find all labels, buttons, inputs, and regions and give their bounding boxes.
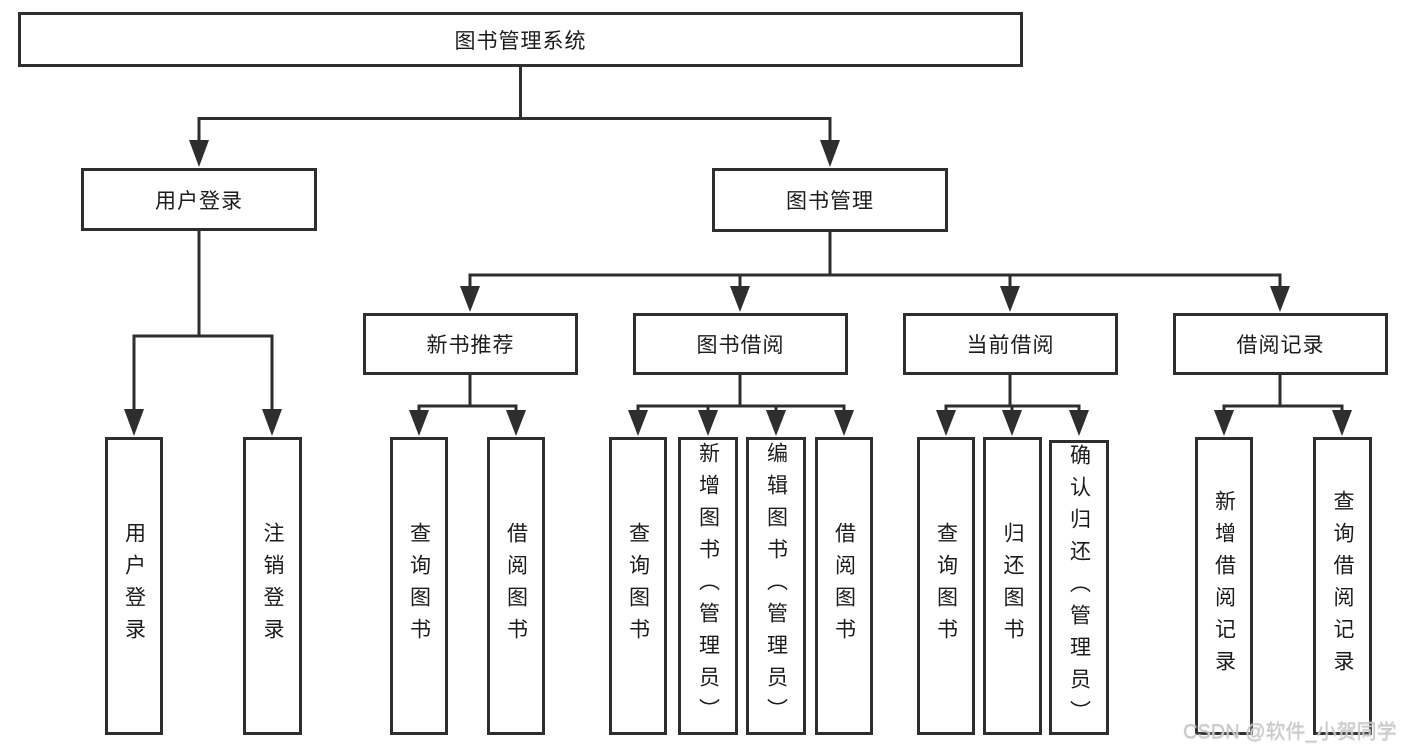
node-label: 查询借阅记录 (1331, 490, 1354, 682)
node-leaf-logout: 注销登录 (243, 437, 302, 735)
node-label: 注销登录 (261, 522, 284, 650)
node-book-management: 图书管理 (712, 168, 948, 232)
node-current-borrow: 当前借阅 (903, 313, 1118, 375)
node-label: 新书推荐 (426, 334, 515, 357)
node-leaf-return-book: 归还图书 (983, 437, 1042, 735)
node-label: 借阅图书 (504, 522, 528, 650)
node-label: 查询图书 (626, 522, 650, 650)
node-label: 图书管理系统 (454, 29, 587, 53)
node-leaf-add-book-admin: 新增图书（管理员） (678, 437, 738, 735)
node-user-login: 用户登录 (81, 168, 317, 231)
node-label: 图书管理 (786, 190, 874, 213)
node-label: 图书借阅 (696, 334, 785, 357)
node-leaf-query-books-borrow: 查询图书 (609, 437, 667, 735)
node-leaf-add-borrow-record: 新增借阅记录 (1195, 437, 1253, 735)
node-label: 新增借阅记录 (1212, 490, 1236, 682)
node-label: 归还图书 (1001, 522, 1024, 650)
node-label: 借阅记录 (1236, 334, 1325, 357)
node-leaf-user-login: 用户登录 (105, 437, 163, 735)
csdn-watermark: CSDN @软件_小贺同学 (1183, 721, 1397, 743)
node-leaf-query-books-current: 查询图书 (917, 437, 975, 735)
node-leaf-borrow-books-recommend: 借阅图书 (487, 437, 545, 735)
node-label: 确认归还（管理员） (1067, 443, 1091, 732)
node-label: 借阅图书 (832, 522, 856, 650)
node-leaf-borrow-books: 借阅图书 (815, 437, 873, 735)
node-leaf-query-books-recommend: 查询图书 (390, 437, 448, 735)
node-leaf-confirm-return-admin: 确认归还（管理员） (1049, 440, 1109, 735)
node-label: 用户登录 (122, 522, 146, 650)
node-label: 查询图书 (407, 522, 431, 650)
node-borrow-records: 借阅记录 (1173, 313, 1388, 375)
node-library-management-system: 图书管理系统 (18, 12, 1023, 67)
node-label: 当前借阅 (966, 334, 1055, 357)
node-leaf-edit-book-admin: 编辑图书（管理员） (746, 437, 806, 735)
node-book-borrow: 图书借阅 (633, 313, 848, 375)
node-label: 新增图书（管理员） (696, 442, 720, 730)
node-label: 查询图书 (934, 522, 958, 650)
node-leaf-query-borrow-record: 查询借阅记录 (1313, 437, 1372, 735)
node-label: 用户登录 (155, 189, 243, 213)
node-label: 编辑图书（管理员） (764, 442, 788, 730)
node-new-book-recommend: 新书推荐 (363, 313, 578, 375)
